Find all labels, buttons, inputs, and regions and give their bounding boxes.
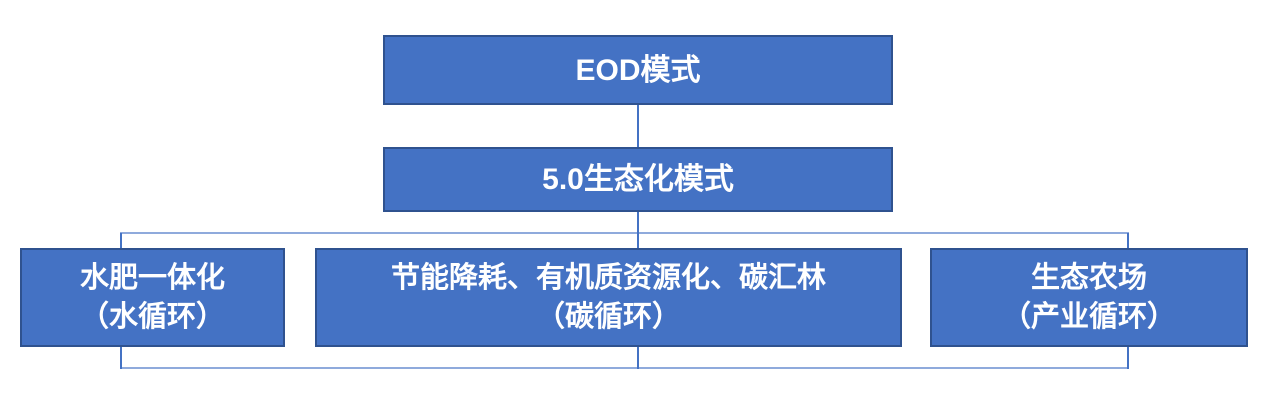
node-water-cycle-label-line1: 水肥一体化 [79,261,225,294]
node-carbon-cycle-label-line1: 节能降耗、有机质资源化、碳汇林 [390,261,826,294]
node-eco-5-mode-label: 5.0生态化模式 [542,163,734,196]
node-eod-mode-label: EOD模式 [575,53,701,87]
node-eod-mode: EOD模式 [383,35,893,105]
node-carbon-cycle-label-line2: （碳循环） [535,300,681,333]
node-industry-cycle-label-line2: （产业循环） [1001,300,1176,333]
node-industry-cycle: 生态农场 （产业循环） [930,248,1248,347]
node-water-cycle-label-line2: （水循环） [79,300,225,333]
node-eco-5-mode: 5.0生态化模式 [383,147,893,212]
node-carbon-cycle: 节能降耗、有机质资源化、碳汇林 （碳循环） [315,248,902,347]
node-industry-cycle-label-line1: 生态农场 [1030,261,1147,294]
node-water-cycle: 水肥一体化 （水循环） [20,248,285,347]
